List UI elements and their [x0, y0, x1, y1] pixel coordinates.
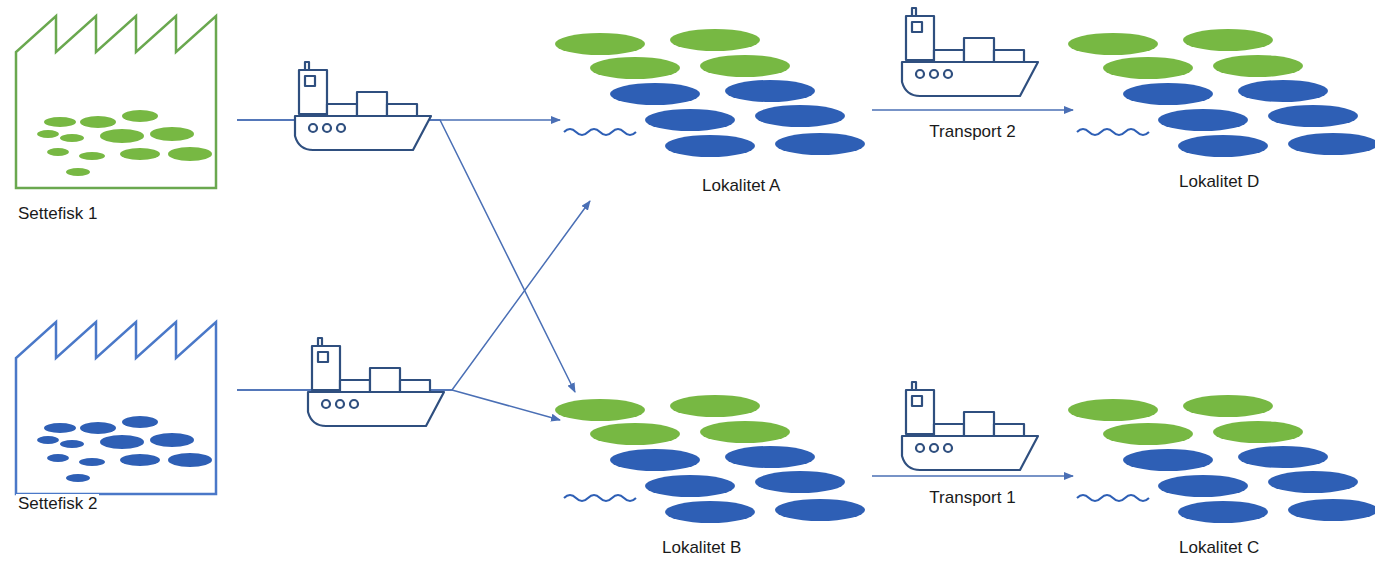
fish-pen — [645, 109, 735, 131]
fish-pen — [1178, 501, 1268, 523]
fish-pen — [1103, 423, 1193, 445]
fish-pen — [1123, 449, 1213, 471]
fish — [122, 416, 158, 428]
fish — [168, 147, 212, 161]
transport-arrow — [237, 201, 590, 390]
hatchery-icon — [12, 12, 237, 230]
fish-pen — [670, 395, 760, 417]
fish — [150, 433, 194, 447]
fish-pen — [700, 55, 790, 77]
transport-arrow — [872, 475, 1073, 477]
fish-pen — [775, 133, 865, 155]
fish-pen — [700, 421, 790, 443]
transport-arrow — [872, 109, 1073, 111]
fish-pen — [1288, 499, 1375, 521]
fish — [80, 422, 116, 434]
fish-pen — [725, 446, 815, 468]
fish — [80, 116, 116, 128]
fish — [79, 152, 105, 160]
water-wave — [564, 129, 636, 135]
water-wave — [1077, 129, 1149, 135]
fish-pen — [1158, 109, 1248, 131]
factory-outline — [16, 16, 216, 188]
node-label: Lokalitet B — [660, 538, 743, 558]
fish-pen — [1238, 446, 1328, 468]
fish — [37, 130, 59, 138]
fish-pen — [1288, 133, 1375, 155]
fish-pen — [1158, 475, 1248, 497]
fish-pen — [775, 499, 865, 521]
hatchery-node: Settefisk 1 — [12, 12, 237, 230]
fish-pen — [755, 471, 845, 493]
fish — [66, 474, 90, 482]
site-node: Lokalitet D — [1073, 26, 1371, 196]
fish — [66, 168, 90, 176]
fish-pen — [1238, 80, 1328, 102]
pen-group — [560, 26, 872, 201]
fish — [79, 458, 105, 466]
fish — [44, 423, 76, 433]
fish — [60, 440, 84, 448]
fish — [120, 454, 160, 466]
fish-pen — [1213, 55, 1303, 77]
factory-outline — [16, 322, 216, 494]
node-label: Lokalitet C — [1177, 538, 1261, 558]
fish-pen — [1183, 29, 1273, 51]
fish-pen — [665, 501, 755, 523]
fish-pen — [1183, 395, 1273, 417]
node-label: Lokalitet A — [700, 176, 782, 196]
fish-pen — [590, 423, 680, 445]
fish-pen — [1178, 135, 1268, 157]
fish — [168, 453, 212, 467]
hatchery-node: Settefisk 2 — [12, 318, 237, 524]
fish-pen — [555, 399, 645, 421]
fish — [120, 148, 160, 160]
fish — [37, 436, 59, 444]
fish-pen — [1268, 105, 1358, 127]
site-node: Lokalitet B — [560, 392, 872, 564]
edge-label: Transport 2 — [926, 122, 1018, 142]
fish-pen — [1068, 33, 1158, 55]
fish-pen — [1213, 421, 1303, 443]
fish — [100, 129, 144, 143]
fish-pen — [1068, 399, 1158, 421]
edge-label: Transport 1 — [926, 488, 1018, 508]
water-wave — [1077, 495, 1149, 501]
fish-pen — [1123, 83, 1213, 105]
fish-pen — [590, 57, 680, 79]
node-label: Settefisk 1 — [16, 204, 99, 224]
fish — [47, 148, 69, 156]
transport-arrow — [237, 120, 575, 392]
fish-pen — [670, 29, 760, 51]
fish-pen — [1268, 471, 1358, 493]
node-label: Lokalitet D — [1177, 172, 1261, 192]
fish-pen — [610, 449, 700, 471]
fish-pen — [755, 105, 845, 127]
water-wave — [564, 495, 636, 501]
ship-icon — [308, 338, 444, 426]
fish — [122, 110, 158, 122]
fish-pen — [665, 135, 755, 157]
fish — [100, 435, 144, 449]
site-node: Lokalitet A — [560, 26, 872, 201]
node-label: Settefisk 2 — [16, 494, 99, 514]
site-node: Lokalitet C — [1073, 392, 1371, 564]
transport-arrow — [237, 390, 560, 420]
fish — [47, 454, 69, 462]
fish-pen — [725, 80, 815, 102]
fish-pen — [645, 475, 735, 497]
pen-group — [1073, 26, 1371, 196]
fish-pen — [1103, 57, 1193, 79]
ship-icon — [902, 382, 1038, 470]
fish-pen — [555, 33, 645, 55]
ship-icon — [295, 62, 431, 150]
fish — [44, 117, 76, 127]
fish-pen — [610, 83, 700, 105]
fish — [60, 134, 84, 142]
fish — [150, 127, 194, 141]
ship-icon — [902, 8, 1038, 96]
